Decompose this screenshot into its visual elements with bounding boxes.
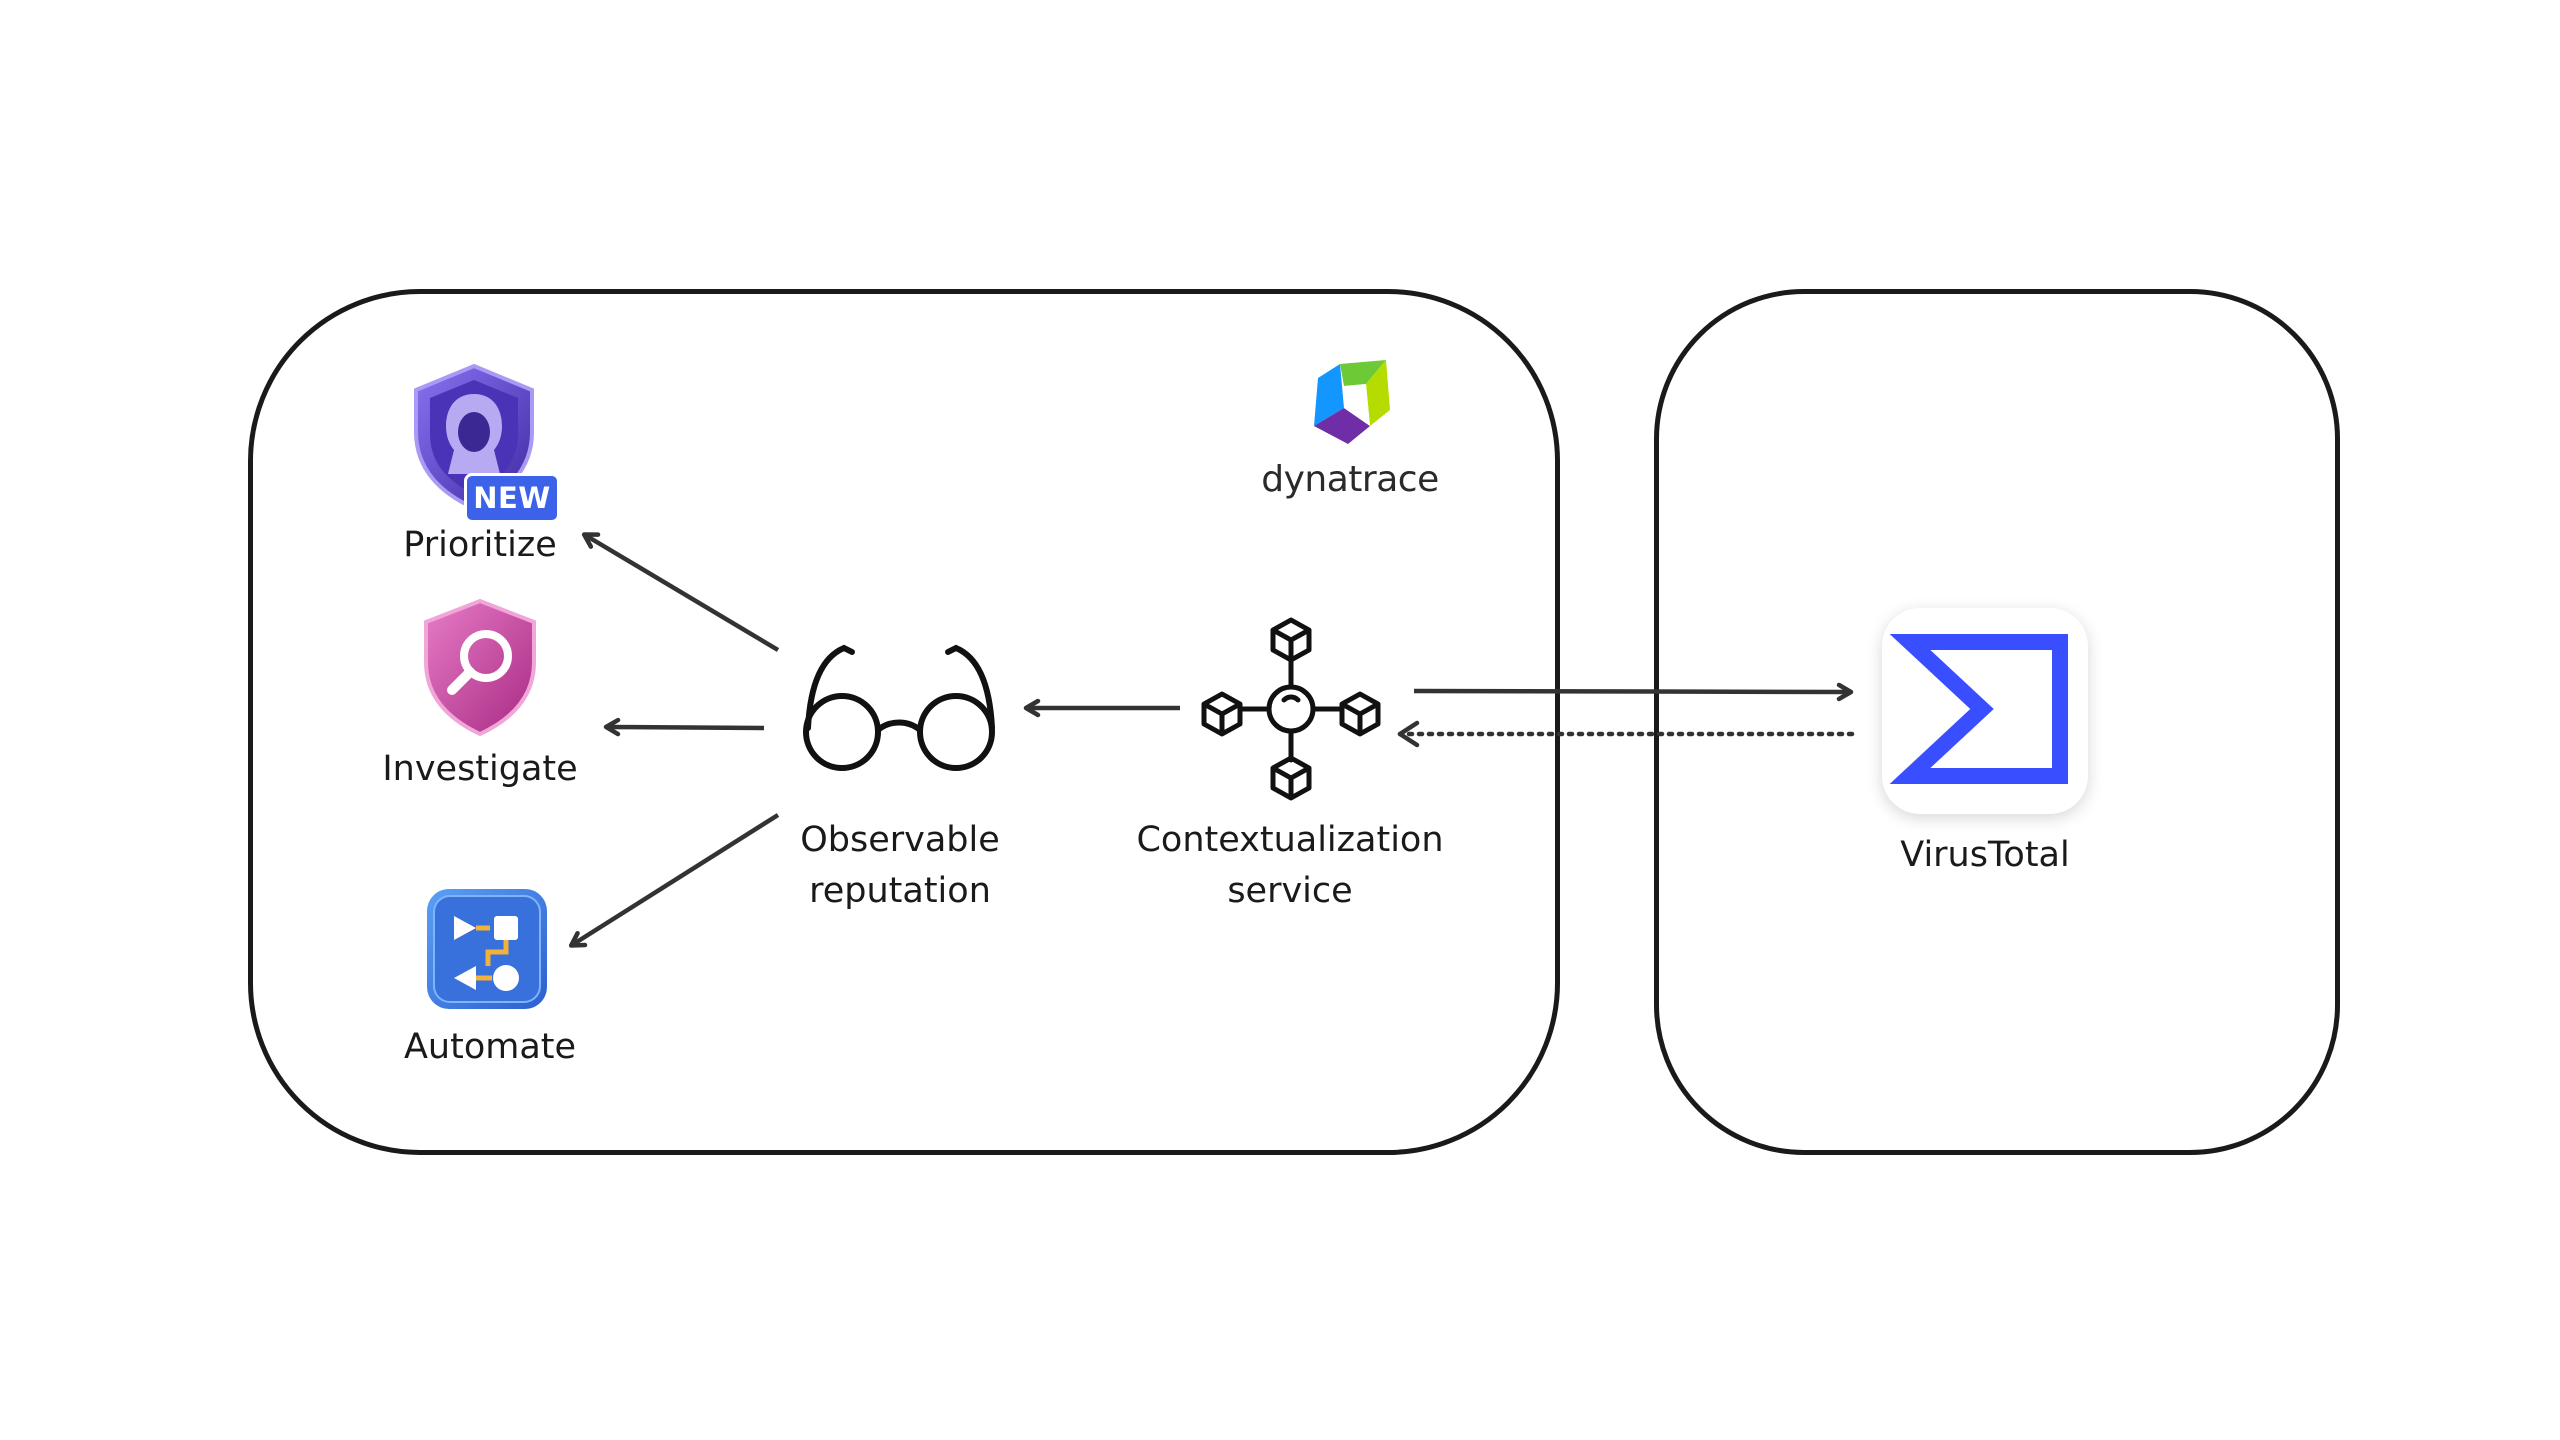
dynatrace-logo-text: dynatrace xyxy=(1261,459,1439,500)
observable-reputation-label: Observable reputation xyxy=(760,815,1040,917)
dynatrace-logo-icon xyxy=(1314,360,1390,444)
arrow-to-automate xyxy=(568,813,780,948)
arrow-to-prioritize xyxy=(581,532,780,652)
observable-reputation-line1: Observable xyxy=(800,820,1000,860)
arrowhead-response xyxy=(1397,720,1420,748)
prioritize-shield-icon xyxy=(414,363,534,511)
investigate-shield-icon xyxy=(424,598,536,737)
arrow-request-to-virustotal xyxy=(1413,682,1854,702)
virustotal-label: VirusTotal xyxy=(1900,835,2070,875)
automate-label: Automate xyxy=(403,1027,577,1067)
glasses-icon xyxy=(803,644,995,771)
contextualization-service-line1: Contextualization xyxy=(1136,820,1444,860)
contextualization-service-line2: service xyxy=(1227,870,1353,911)
arrow-to-investigate xyxy=(603,717,765,737)
hub-cubes-icon xyxy=(1201,617,1381,801)
observable-reputation-line2: reputation xyxy=(809,870,991,911)
contextualization-service-label: Contextualization service xyxy=(1120,815,1460,917)
prioritize-label: Prioritize xyxy=(403,525,557,565)
virustotal-logo-icon xyxy=(1889,634,2068,784)
automate-workflow-icon xyxy=(427,889,547,1009)
new-badge: NEW xyxy=(464,473,560,523)
investigate-label: Investigate xyxy=(382,749,578,789)
